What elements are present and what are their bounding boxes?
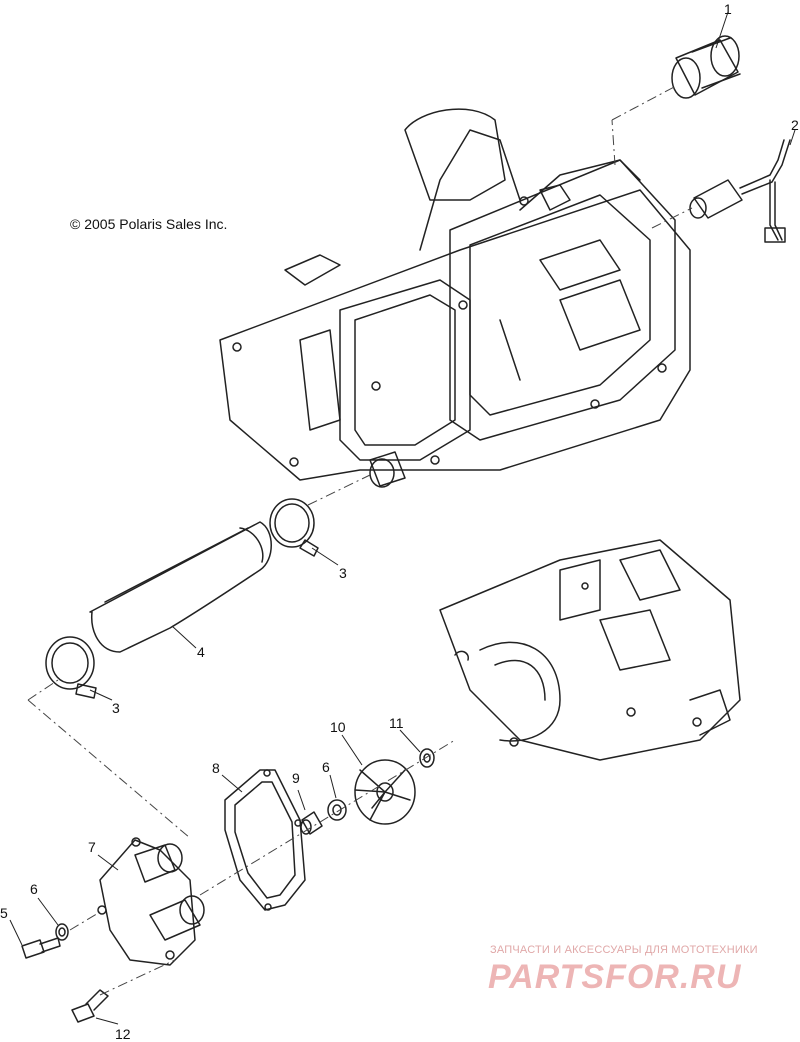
callout-6-upper: 6 — [322, 759, 330, 775]
callout-2: 2 — [791, 117, 799, 133]
part-12-bolt — [71, 989, 109, 1023]
part-10-impeller — [354, 759, 416, 825]
part-6-washer-lower — [55, 923, 69, 941]
callout-9: 9 — [292, 770, 300, 786]
callout-7: 7 — [88, 839, 96, 855]
callout-12: 12 — [115, 1026, 131, 1042]
callout-11: 11 — [389, 715, 404, 731]
callout-6-lower: 6 — [30, 881, 38, 897]
callout-3-lower: 3 — [112, 700, 120, 716]
part-11-nut — [419, 748, 435, 768]
engine-crankcase — [439, 539, 741, 761]
callout-1: 1 — [724, 1, 732, 17]
cylinder-head-assembly — [219, 108, 691, 488]
part-5-bolt — [21, 937, 61, 959]
callout-5: 5 — [0, 905, 8, 921]
callout-10: 10 — [330, 719, 346, 735]
part-9-mechanical-seal — [300, 811, 323, 835]
callout-4: 4 — [197, 644, 205, 660]
copyright-notice: © 2005 Polaris Sales Inc. — [70, 216, 228, 232]
part-6-washer-upper — [327, 799, 347, 821]
part-4-coolant-hose — [89, 521, 272, 653]
part-8-gasket — [224, 769, 306, 911]
watermark-caption: ЗАПЧАСТИ И АКСЕССУАРЫ ДЛЯ МОТОТЕХНИКИ — [490, 944, 758, 956]
watermark-logo: PARTSFOR.RU — [488, 958, 742, 996]
part-1-thermostat-cap — [671, 35, 741, 99]
callout-8: 8 — [212, 760, 220, 776]
part-3-hose-clamp-lower — [45, 636, 97, 699]
part-7-water-pump-cover — [97, 837, 205, 966]
part-3-hose-clamp-upper — [269, 498, 319, 557]
part-2-temperature-sensor — [689, 139, 791, 243]
callout-3-upper: 3 — [339, 565, 347, 581]
